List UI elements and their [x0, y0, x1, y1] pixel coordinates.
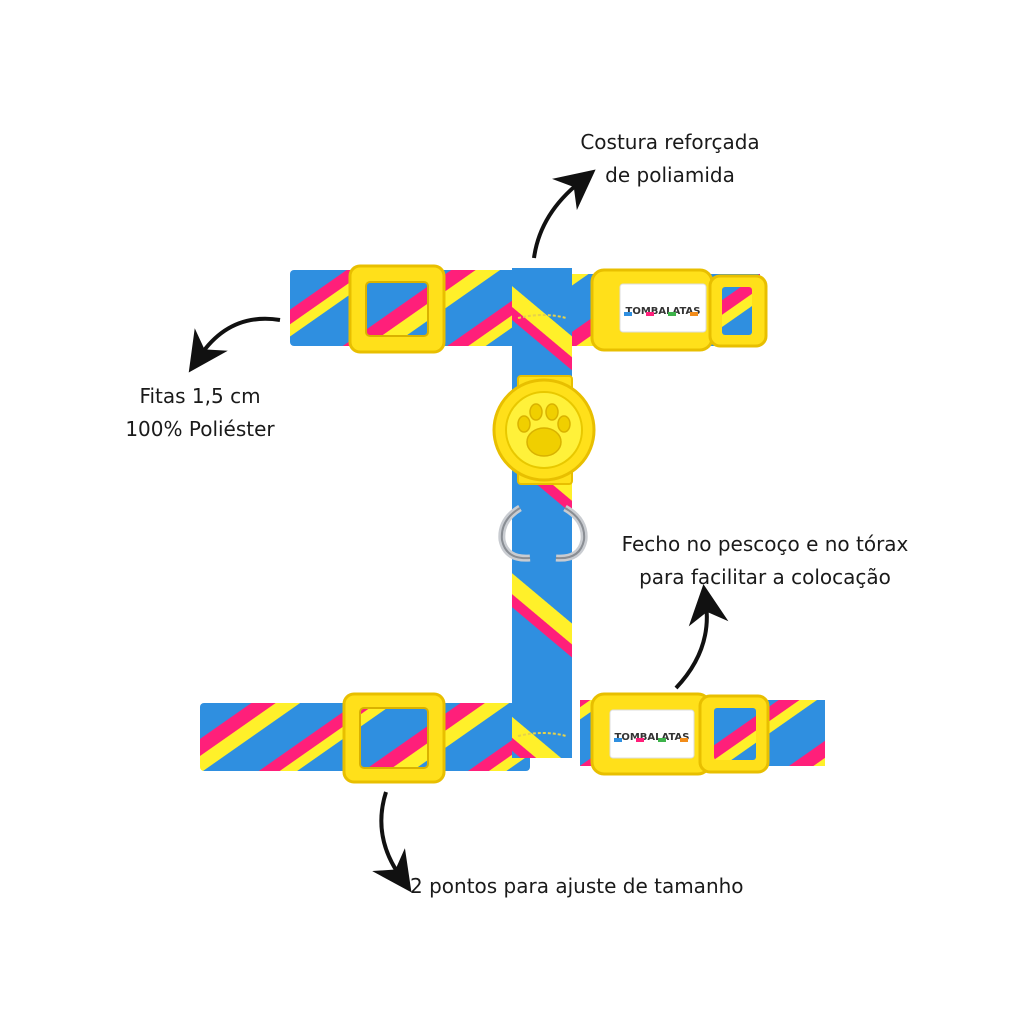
top-release-buckle[interactable]: TOMBALATAS: [590, 268, 768, 352]
bottom-release-buckle[interactable]: TOMBALATAS: [590, 692, 770, 776]
annotation-buckles-line2: para facilitar a colocação: [639, 565, 891, 589]
center-spine: [512, 268, 572, 758]
annotation-stitching: Costura reforçada de poliamida: [560, 126, 780, 192]
arrow-stitching: [532, 169, 596, 259]
d-ring[interactable]: [498, 504, 588, 562]
annotation-stitching-line2: de poliamida: [605, 163, 735, 187]
arrow-adjust: [372, 791, 412, 893]
arrow-straps: [188, 316, 281, 373]
annotation-straps: Fitas 1,5 cm 100% Poliéster: [100, 380, 300, 446]
annotation-stitching-line1: Costura reforçada: [580, 130, 760, 154]
brand-logo-bottom: TOMBALATAS: [615, 732, 690, 743]
annotation-straps-line2: 100% Poliéster: [125, 417, 275, 441]
paw-icon: [517, 403, 571, 457]
top-adjuster-slider[interactable]: [348, 264, 446, 354]
brand-logo-top: TOMBALATAS: [626, 306, 701, 317]
arrow-buckles: [674, 584, 729, 690]
bottom-adjuster-slider[interactable]: [342, 692, 446, 784]
annotation-buckles-line1: Fecho no pescoço e no tórax: [621, 532, 909, 556]
annotation-adjust-line1: 2 pontos para ajuste de tamanho: [410, 874, 744, 898]
paw-badge: [492, 375, 596, 485]
annotation-buckles: Fecho no pescoço e no tórax para facilit…: [590, 528, 940, 594]
annotation-straps-line1: Fitas 1,5 cm: [139, 384, 261, 408]
annotation-adjust: 2 pontos para ajuste de tamanho: [410, 870, 744, 903]
